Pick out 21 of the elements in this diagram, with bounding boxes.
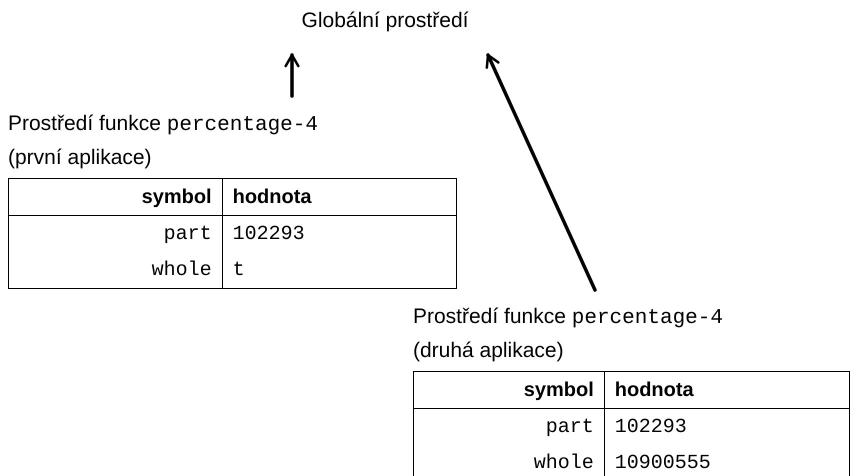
column-header: symbol [414, 372, 604, 408]
arrow [284, 53, 300, 98]
column-header: hodnota [222, 178, 456, 216]
frame-heading: Prostředí funkce [8, 112, 161, 135]
frame-heading: (první aplikace) [8, 146, 152, 169]
symbol-name: whole [8, 252, 222, 288]
symbol-value: 102293 [222, 216, 456, 252]
symbol-value: 10900555 [604, 445, 850, 476]
frame-heading: (druhá aplikace) [413, 339, 564, 362]
symbol-value: t [222, 252, 456, 288]
symbol-name: part [8, 216, 222, 252]
arrow [486, 53, 597, 292]
environment-title: Globální prostředí [302, 8, 468, 34]
column-header: hodnota [604, 372, 850, 408]
function-name: percentage-4 [166, 114, 318, 137]
symbol-name: whole [414, 445, 604, 476]
function-name: percentage-4 [572, 307, 723, 330]
column-header: symbol [8, 178, 222, 216]
frame-heading: Prostředí funkce [413, 305, 566, 328]
symbol-value: 102293 [604, 408, 850, 445]
symbol-name: part [414, 408, 604, 445]
